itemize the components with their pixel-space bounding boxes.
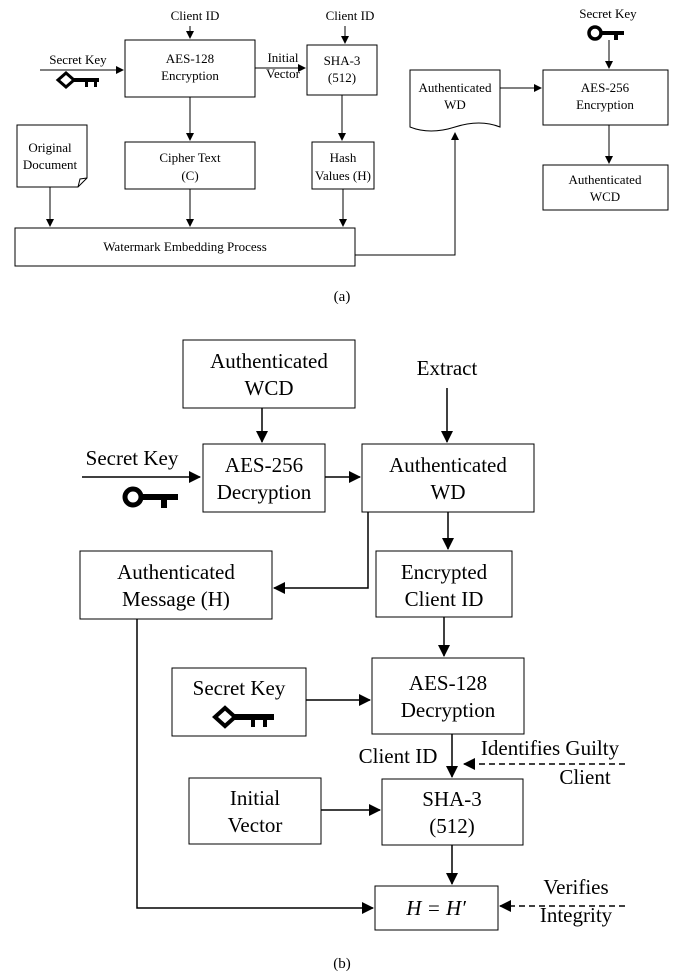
a-document-fold (77, 177, 88, 188)
a-key-icon-left (55, 71, 99, 89)
b-aes128-line2: Decryption (401, 698, 496, 722)
b-secret-key-label-1: Secret Key (86, 446, 179, 470)
b-client-id-label: Client ID (359, 744, 438, 768)
b-sha3-line2: (512) (429, 814, 475, 838)
a-arrow-watermark-to-wd (355, 132, 459, 256)
b-aes128-decryption-box (371, 657, 525, 735)
a-authenticated-wd-line2: WD (444, 97, 466, 112)
b-key-icon-2 (212, 705, 274, 729)
a-aes256-line2: Encryption (576, 97, 634, 112)
b-encrypted-client-id-line2: Client ID (405, 587, 484, 611)
a-original-document-line2: Document (23, 157, 78, 172)
a-aes128-line2: Encryption (161, 68, 219, 83)
b-aes256-line2: Decryption (217, 480, 312, 504)
a-authenticated-wd-shape (409, 69, 501, 132)
b-initial-vector-line2: Vector (228, 813, 283, 837)
a-authenticated-wcd-line1: Authenticated (569, 172, 642, 187)
a-sha3-box (306, 44, 378, 96)
a-initial-vector-line1: Initial (267, 50, 298, 65)
a-aes128-line1: AES-128 (166, 51, 214, 66)
b-authenticated-wd-line1: Authenticated (389, 453, 507, 477)
b-aes256-line1: AES-256 (225, 453, 303, 477)
a-aes256-line1: AES-256 (581, 80, 630, 95)
b-extract-label: Extract (417, 356, 478, 380)
b-aes128-line1: AES-128 (409, 671, 487, 695)
a-original-document-line1: Original (28, 140, 72, 155)
b-authenticated-wd-line2: WD (431, 480, 466, 504)
a-initial-vector-line2: Vector (266, 66, 301, 81)
a-sha3-line2: (512) (328, 70, 356, 85)
b-authenticated-wcd-line2: WCD (245, 376, 294, 400)
b-authenticated-message-box (79, 550, 273, 620)
b-initial-vector-box (188, 777, 322, 845)
b-arrow-wd-to-message (273, 512, 369, 594)
a-authenticated-wcd-box (542, 164, 669, 211)
b-encrypted-client-id-line1: Encrypted (401, 560, 488, 584)
b-aes256-decryption-box (202, 443, 326, 513)
diagram-a: Client ID Client ID Secret Key AES-128 E… (14, 6, 669, 305)
a-authenticated-wd-line1: Authenticated (419, 80, 492, 95)
a-watermark-process-box (14, 227, 356, 267)
a-hash-values-line1: Hash (330, 150, 357, 165)
b-authenticated-wcd-box (182, 339, 356, 409)
a-client-id-label-2: Client ID (326, 8, 375, 23)
b-verifies-integrity-line2: Integrity (540, 903, 613, 927)
b-sha3-line1: SHA-3 (422, 787, 482, 811)
a-authenticated-wcd-line2: WCD (590, 189, 620, 204)
a-secret-key-label-left: Secret Key (49, 52, 107, 67)
b-authenticated-wd-box (361, 443, 535, 513)
b-key-icon-1 (122, 486, 178, 508)
b-secret-key-box (171, 667, 307, 737)
b-secret-key-label-2: Secret Key (193, 676, 286, 700)
a-sha3-line1: SHA-3 (324, 53, 361, 68)
b-encrypted-client-id-box (375, 550, 513, 618)
b-identifies-guilty-line2: Client (559, 765, 610, 789)
b-authenticated-message-line2: Message (H) (122, 587, 230, 611)
b-compare-box (374, 885, 499, 931)
a-cipher-text-line1: Cipher Text (159, 150, 221, 165)
b-identifies-guilty-line1: Identifies Guilty (481, 736, 620, 760)
a-hash-values-line2: Values (H) (315, 168, 371, 183)
a-cipher-text-line2: (C) (181, 168, 198, 183)
b-authenticated-message-line1: Authenticated (117, 560, 235, 584)
b-arrow-message-to-compare (136, 619, 374, 914)
a-original-document-shape (16, 124, 88, 188)
b-compare-label: H = H′ (405, 896, 466, 920)
caption-a: (a) (334, 289, 351, 305)
caption-b: (b) (333, 956, 351, 972)
b-sha3-box (381, 778, 524, 846)
a-aes256-encryption-box (542, 69, 669, 126)
b-authenticated-wcd-line1: Authenticated (210, 349, 328, 373)
b-initial-vector-line1: Initial (230, 786, 280, 810)
a-aes128-encryption-box (124, 39, 256, 98)
a-client-id-label-1: Client ID (171, 8, 220, 23)
diagram-b: Authenticated WCD Extract Secret Key AES… (79, 339, 625, 972)
b-verifies-integrity-line1: Verifies (543, 875, 608, 899)
a-key-icon-right (587, 25, 624, 41)
a-secret-key-label-right: Secret Key (579, 6, 637, 21)
a-watermark-process-label: Watermark Embedding Process (103, 239, 267, 254)
